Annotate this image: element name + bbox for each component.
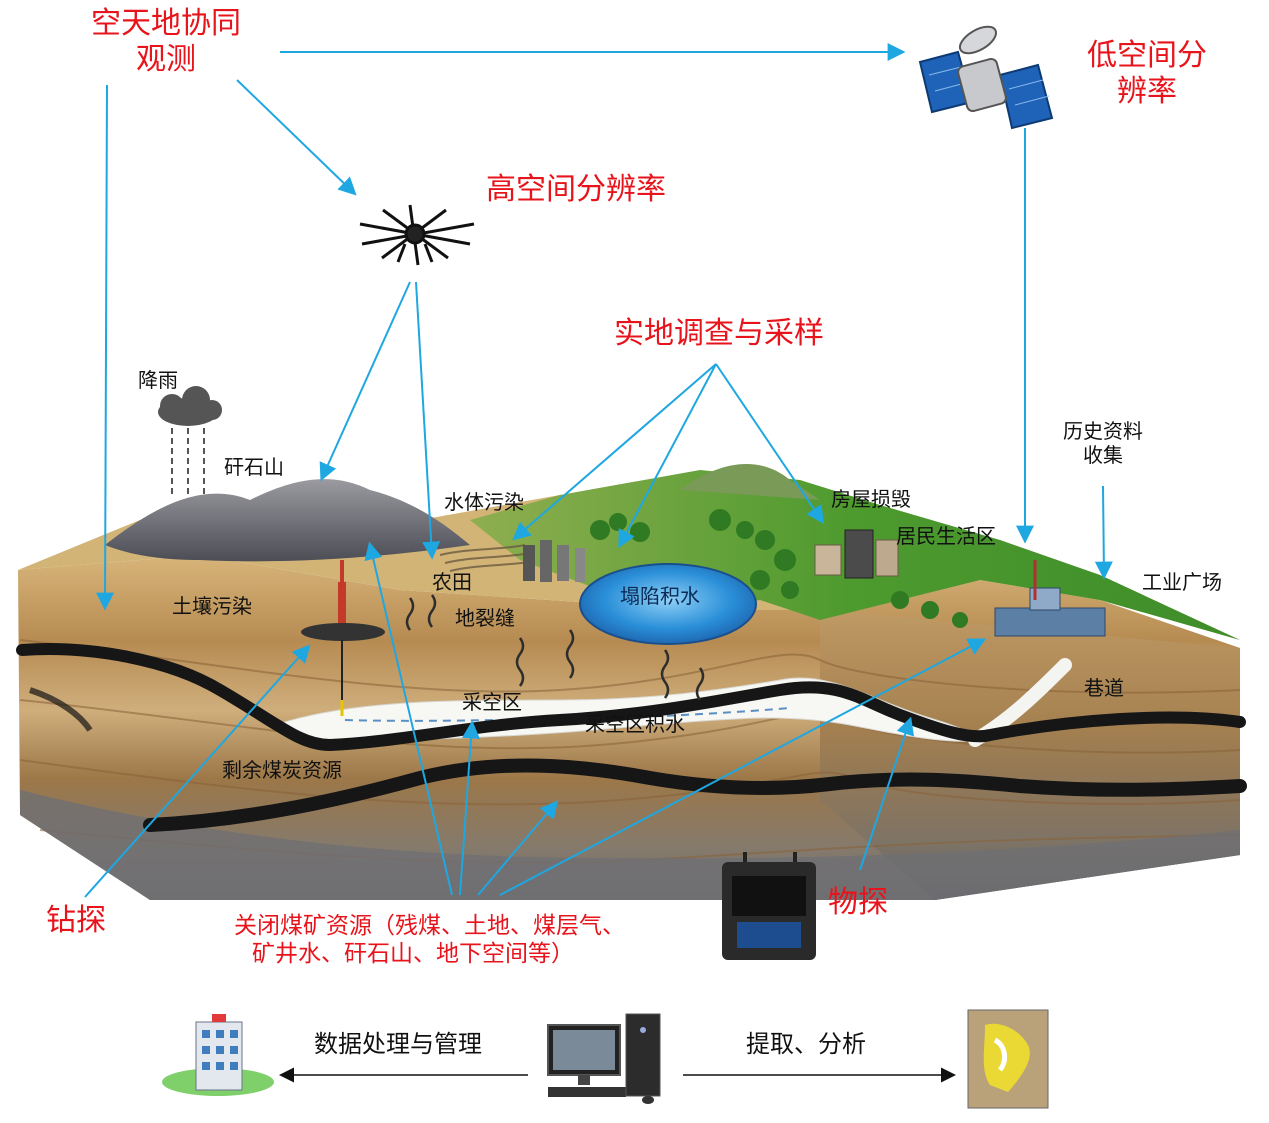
closed-mine-resources-line2: 矿井水、矸石山、地下空间等） xyxy=(252,940,574,967)
label-drilling: 钻探 xyxy=(46,903,106,938)
geophysics-instrument-icon xyxy=(722,852,816,960)
label-data-processing: 数据处理与管理 xyxy=(314,1030,482,1058)
history-collection-line1: 历史资料 xyxy=(1063,419,1143,443)
label-gangue-hill: 矸石山 xyxy=(224,455,284,479)
label-remaining-coal: 剩余煤炭资源 xyxy=(222,758,342,782)
house-buildings-graphic xyxy=(814,529,899,579)
label-extract-analyze: 提取、分析 xyxy=(746,1030,866,1058)
label-industrial-square: 工业广场 xyxy=(1142,570,1222,594)
heading-high-resolution: 高空间分辨率 xyxy=(486,172,666,207)
label-soil-pollution: 土壤污染 xyxy=(172,594,252,618)
heading-low-resolution-line1: 低空间分 xyxy=(1087,38,1207,73)
map-thumbnail-icon xyxy=(967,1009,1049,1109)
label-farmland: 农田 xyxy=(432,570,472,594)
building-icon xyxy=(162,1014,274,1096)
label-roadway: 巷道 xyxy=(1084,676,1124,700)
industrial-square-graphic xyxy=(994,560,1106,637)
label-subsidence-water: 塌陷积水 xyxy=(620,584,700,608)
label-goaf: 采空区 xyxy=(462,690,522,714)
subsidence-water-graphic xyxy=(579,563,757,645)
label-geophysics: 物探 xyxy=(828,885,888,920)
label-ground-fissure: 地裂缝 xyxy=(455,606,515,630)
rain-cloud-icon xyxy=(158,386,222,498)
heading-coop-observation-line2: 观测 xyxy=(136,42,196,77)
label-closed-mine-resources: 关闭煤矿资源（残煤、土地、煤层气、 矿井水、矸石山、地下空间等） xyxy=(234,913,625,968)
heading-coop-observation: 空天地协同 观测 xyxy=(78,6,254,78)
history-collection-line2: 收集 xyxy=(1083,443,1123,467)
heading-low-resolution: 低空间分 辨率 xyxy=(1077,38,1217,110)
satellite-icon xyxy=(918,25,1054,130)
label-goaf-water: 采空区积水 xyxy=(585,712,685,736)
drone-icon xyxy=(359,204,475,266)
label-residential-area: 居民生活区 xyxy=(896,524,996,548)
label-history-collection: 历史资料 收集 xyxy=(1048,419,1158,467)
closed-mine-resources-line1: 关闭煤矿资源（残煤、土地、煤层气、 xyxy=(234,913,625,939)
drill-rig-icon xyxy=(301,560,385,716)
heading-low-resolution-line2: 辨率 xyxy=(1117,74,1177,109)
label-water-pollution: 水体污染 xyxy=(444,490,524,514)
computer-icon xyxy=(547,1013,661,1104)
heading-coop-observation-line1: 空天地协同 xyxy=(91,6,241,41)
heading-field-survey: 实地调查与采样 xyxy=(614,316,824,351)
label-house-damage: 房屋损毁 xyxy=(831,487,911,511)
label-rain: 降雨 xyxy=(138,368,178,392)
